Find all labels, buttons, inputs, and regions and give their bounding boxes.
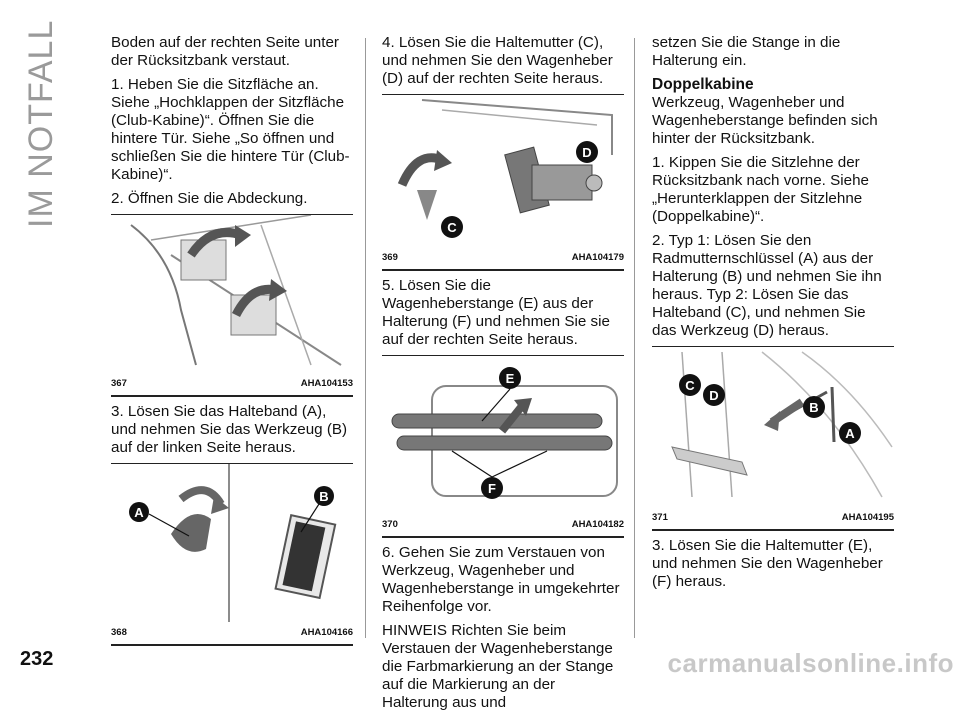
- jack-bar-illustration: E F: [391, 367, 618, 499]
- paragraph: setzen Sie die Stange in die Halterung e…: [652, 34, 841, 69]
- column-3: setzen Sie die Stange in die Halterung e…: [652, 34, 894, 597]
- watermark: carmanualsonline.info: [667, 648, 954, 678]
- double-cab-tools-illustration: C D B A: [671, 351, 893, 498]
- step-1: 1. Heben Sie die Sitzfläche an. Siehe „H…: [111, 76, 350, 183]
- figure-369: C D 369 AHA104179: [382, 94, 624, 271]
- column-2: 4. Lösen Sie die Haltemutter (C), und ne…: [382, 34, 624, 718]
- paragraph: Werkzeug, Wagenheber und Wagenheberstang…: [652, 94, 878, 147]
- figure-code: AHA104179: [571, 252, 624, 263]
- figure-caption: 369 AHA104179: [382, 247, 624, 270]
- figure-370: E F 370 AHA104182: [382, 355, 624, 538]
- callout-label: D: [709, 388, 718, 403]
- figure-367: 367 AHA104153: [111, 214, 353, 397]
- figure-number: 368: [111, 627, 127, 638]
- figure-number: 371: [652, 512, 668, 523]
- note: HINWEIS Richten Sie beim Verstauen der W…: [382, 622, 614, 711]
- step-6: 6. Gehen Sie zum Verstauen von Werkzeug,…: [382, 544, 620, 615]
- page-number: 232: [20, 648, 54, 670]
- section-heading: Doppelkabine: [652, 76, 754, 93]
- step-2: 2. Typ 1: Lösen Sie den Radmutternschlüs…: [652, 232, 882, 339]
- figure-code: AHA104166: [300, 627, 353, 638]
- callout-label: F: [488, 481, 496, 496]
- step-4: 4. Lösen Sie die Haltemutter (C), und ne…: [382, 34, 613, 87]
- tool-strap-illustration: A B: [129, 464, 337, 622]
- column-divider: [634, 38, 635, 638]
- figure-number: 369: [382, 252, 398, 263]
- callout-label: C: [685, 378, 695, 393]
- figure-code: AHA104195: [841, 512, 894, 523]
- callout-label: A: [134, 505, 144, 520]
- callout-label: A: [845, 426, 855, 441]
- step-3: 3. Lösen Sie die Haltemutter (E), und ne…: [652, 537, 883, 590]
- step-2: 2. Öffnen Sie die Abdeckung.: [111, 190, 308, 207]
- seat-cover-illustration: [130, 215, 342, 366]
- figure-371: C D B A 371 AHA104195: [652, 346, 894, 531]
- figure-caption: 368 AHA104166: [111, 622, 353, 645]
- paragraph: Boden auf der rechten Seite unter der Rü…: [111, 34, 339, 69]
- callout-label: C: [447, 220, 457, 235]
- figure-caption: 370 AHA104182: [382, 514, 624, 537]
- callout-label: D: [582, 145, 591, 160]
- figure-caption: 367 AHA104153: [111, 373, 353, 396]
- column-divider: [365, 38, 366, 638]
- figure-number: 370: [382, 519, 398, 530]
- column-1: Boden auf der rechten Seite unter der Rü…: [111, 34, 353, 652]
- figure-368: A B 368 AHA104166: [111, 463, 353, 646]
- callout-label: B: [319, 489, 328, 504]
- step-1: 1. Kippen Sie die Sitzlehne der Rücksitz…: [652, 154, 869, 225]
- figure-code: AHA104153: [300, 378, 353, 389]
- jack-illustration: C D: [397, 99, 613, 238]
- figure-number: 367: [111, 378, 127, 389]
- step-5: 5. Lösen Sie die Wagenheberstange (E) au…: [382, 277, 610, 348]
- figure-caption: 371 AHA104195: [652, 507, 894, 530]
- callout-label: E: [506, 371, 515, 386]
- step-3: 3. Lösen Sie das Halteband (A), und nehm…: [111, 403, 348, 456]
- figure-code: AHA104182: [571, 519, 624, 530]
- section-side-title: IM NOTFALL: [22, 19, 60, 228]
- callout-label: B: [809, 400, 818, 415]
